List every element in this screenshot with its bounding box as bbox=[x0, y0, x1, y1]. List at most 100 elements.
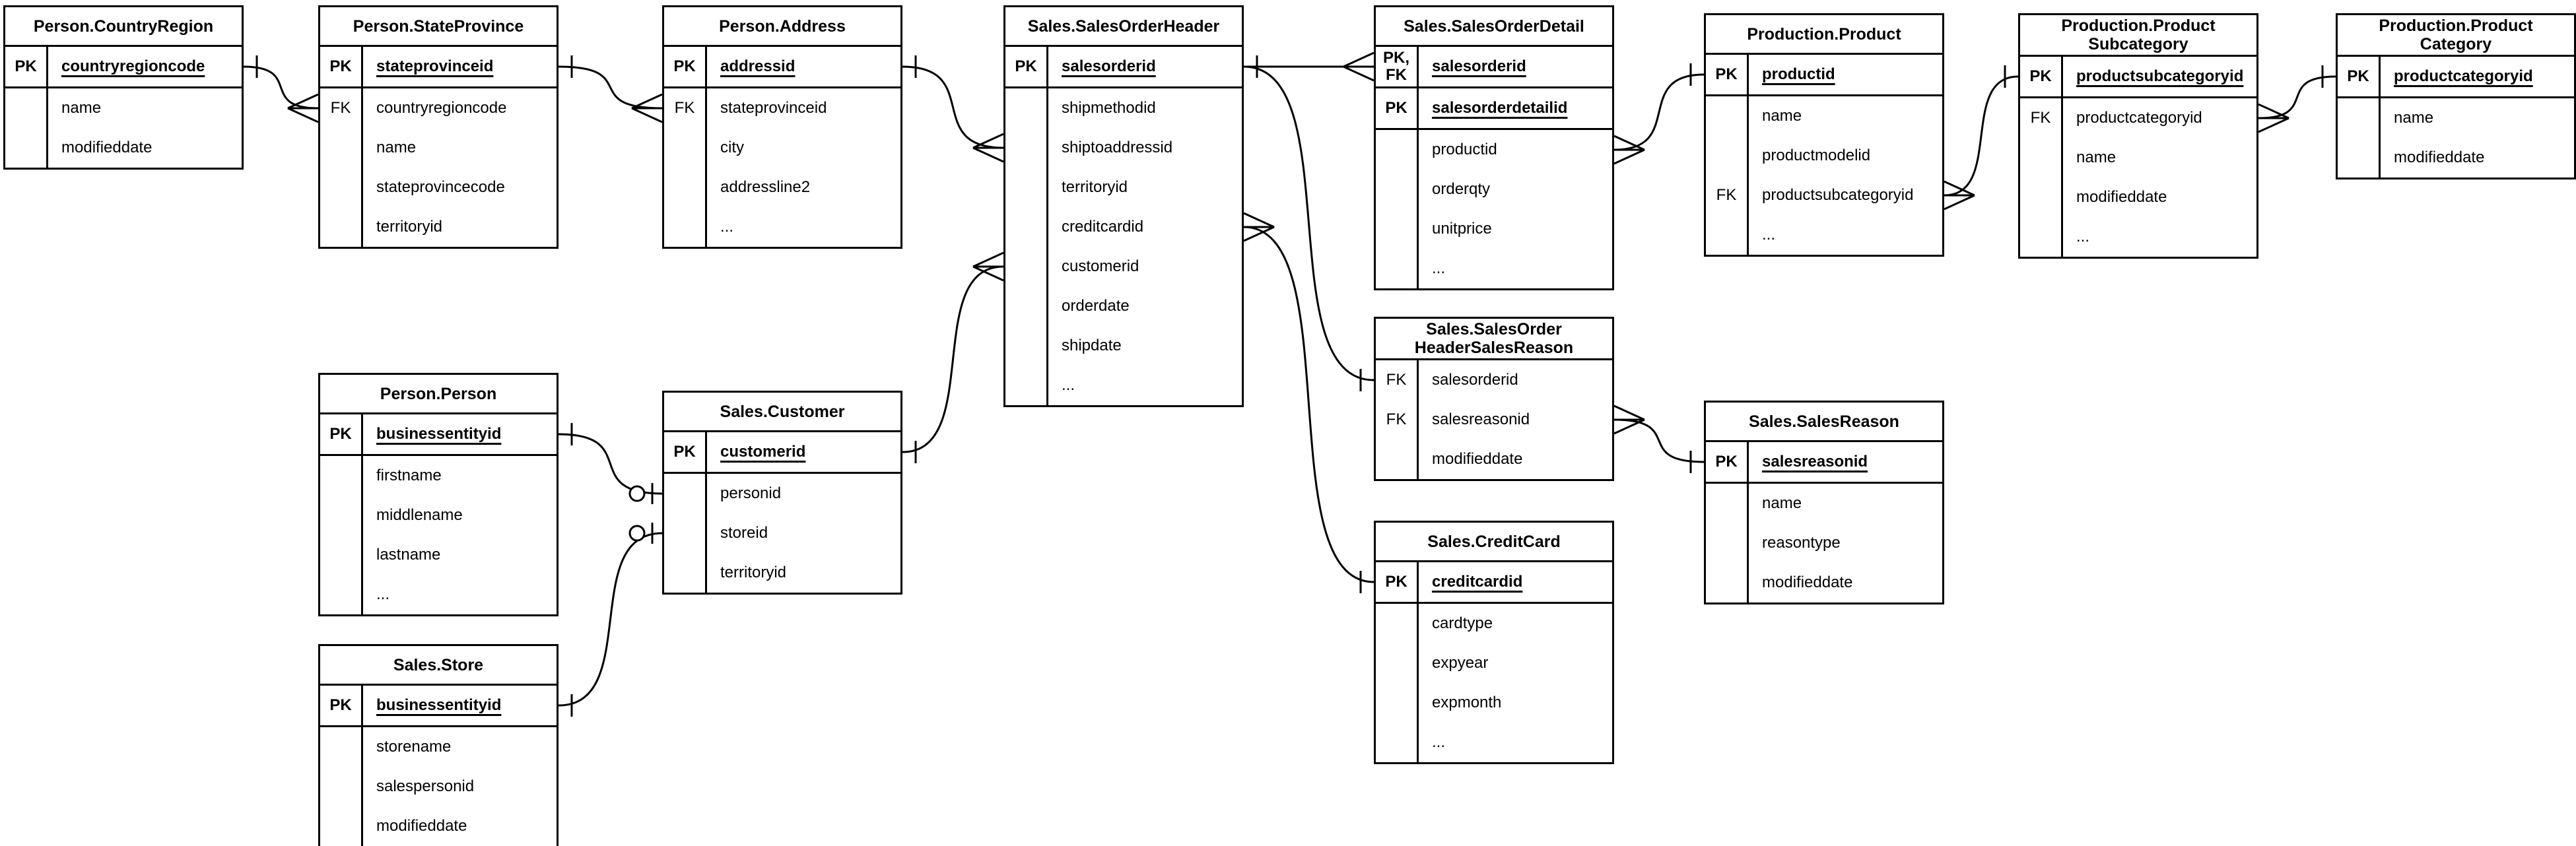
table-title: Person.CountryRegion bbox=[5, 7, 242, 47]
column-name: modifieddate bbox=[61, 139, 153, 156]
column-name: storename bbox=[376, 738, 452, 756]
column-name: name bbox=[1762, 107, 1802, 125]
column-group: name modifieddate bbox=[2338, 96, 2574, 178]
key-badge bbox=[1376, 643, 1419, 683]
table-row: city bbox=[664, 128, 900, 168]
key-badge bbox=[1706, 484, 1749, 523]
column-name: modifieddate bbox=[2394, 148, 2485, 166]
column-name: territoryid bbox=[720, 564, 787, 581]
key-badge bbox=[664, 168, 707, 207]
column-name: modifieddate bbox=[2076, 188, 2167, 206]
key-badge bbox=[1005, 168, 1048, 207]
rel-countryregion-stateprovince bbox=[243, 55, 319, 123]
column-name: ... bbox=[1432, 259, 1446, 277]
column-name: expyear bbox=[1432, 654, 1489, 672]
table-row: orderqty bbox=[1376, 170, 1612, 209]
column-name: reasontype bbox=[1762, 534, 1841, 552]
key-badge bbox=[1376, 130, 1419, 170]
table-title: Sales.SalesOrderHeader bbox=[1005, 7, 1242, 47]
key-badge bbox=[2020, 217, 2063, 257]
key-badge bbox=[1005, 286, 1048, 326]
key-badge bbox=[664, 474, 707, 513]
column-name: countryregioncode bbox=[376, 99, 507, 117]
key-badge bbox=[1005, 88, 1048, 128]
key-badge bbox=[2338, 98, 2381, 138]
key-badge: FK bbox=[320, 88, 363, 128]
table-row: modifieddate bbox=[320, 806, 557, 846]
table-row: unitprice bbox=[1376, 209, 1612, 249]
column-name: salesorderid bbox=[1432, 57, 1526, 75]
column-group: FK countryregioncode name stateprovincecode… bbox=[320, 86, 557, 247]
column-name: shiptoaddressid bbox=[1062, 139, 1173, 156]
column-name: salesreasonid bbox=[1432, 410, 1530, 428]
column-group: cardtype expyear expmonth... bbox=[1376, 602, 1612, 762]
column-name: salespersonid bbox=[376, 777, 475, 795]
table-title: Production.Product Category bbox=[2338, 15, 2574, 57]
table-row: ... bbox=[1376, 723, 1612, 762]
key-badge: PK bbox=[320, 414, 363, 454]
key-badge bbox=[1706, 215, 1749, 255]
key-badge: FK bbox=[1376, 360, 1419, 400]
table-row: stateprovincecode bbox=[320, 168, 557, 207]
table-row: cardtype bbox=[1376, 604, 1612, 643]
table-row: name bbox=[5, 88, 242, 128]
column-name: unitprice bbox=[1432, 220, 1492, 238]
key-badge bbox=[320, 767, 363, 806]
key-badge bbox=[1005, 326, 1048, 366]
key-badge: PK bbox=[2338, 57, 2381, 96]
table-row: name bbox=[320, 128, 557, 168]
key-badge: FK bbox=[2020, 98, 2063, 138]
key-badge bbox=[2020, 178, 2063, 217]
key-badge bbox=[1005, 207, 1048, 247]
column-name: territoryid bbox=[376, 218, 443, 236]
key-badge bbox=[1376, 249, 1419, 288]
column-name: ... bbox=[2076, 228, 2090, 245]
key-badge bbox=[320, 128, 363, 168]
table-title: Sales.Customer bbox=[664, 393, 900, 432]
table-row: reasontype bbox=[1706, 523, 1942, 563]
table-title: Person.StateProvince bbox=[320, 7, 557, 47]
table-row: territoryid bbox=[664, 553, 900, 593]
rel-customer-salesorderheader bbox=[902, 251, 1004, 463]
table-title: Sales.SalesReason bbox=[1706, 403, 1942, 442]
table-row: name bbox=[2338, 98, 2574, 138]
column-name: expmonth bbox=[1432, 694, 1502, 711]
column-name: salesorderid bbox=[1432, 371, 1518, 389]
key-badge bbox=[320, 575, 363, 614]
table-row: name bbox=[2020, 138, 2256, 178]
table-row: FK salesorderid bbox=[1376, 360, 1612, 400]
table-row: name bbox=[1706, 484, 1942, 523]
column-name: firstname bbox=[376, 467, 442, 484]
key-badge bbox=[664, 513, 707, 553]
column-name: productcategoryid bbox=[2394, 67, 2533, 85]
column-name: stateprovincecode bbox=[376, 178, 505, 196]
key-badge bbox=[664, 207, 707, 247]
column-name: addressid bbox=[720, 57, 796, 75]
table-row: salespersonid bbox=[320, 767, 557, 806]
table-row: productmodelid bbox=[1706, 136, 1942, 176]
table-title: Production.Product bbox=[1706, 15, 1942, 55]
